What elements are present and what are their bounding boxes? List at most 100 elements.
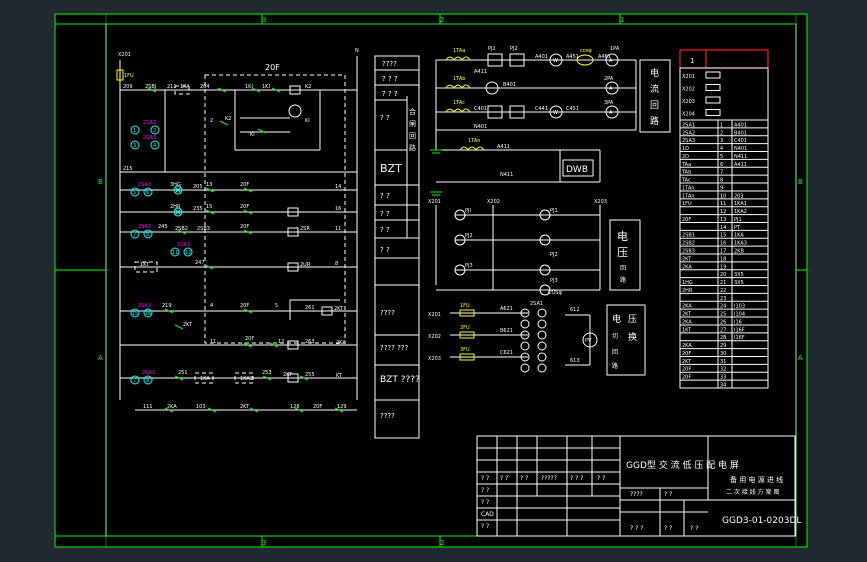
terminal-row-target: PT [734, 225, 741, 231]
terminal-row-number: 2 [720, 130, 723, 136]
terminal-row-number: 16 [720, 241, 726, 247]
svg-text:209: 209 [123, 84, 133, 90]
voltage-circuit: X201 X202 X203 PJI PJ2 PJ3 PJ1 PJ2 PJ3 C… [428, 199, 641, 296]
svg-text:2PA: 2PA [604, 76, 614, 82]
terminal-row-target: 203 [734, 193, 744, 199]
svg-text:2FU: 2FU [460, 325, 470, 331]
terminal-row-target: 3X5 [734, 280, 744, 286]
svg-text:A451: A451 [566, 54, 579, 60]
bus-right-label: N [355, 48, 359, 54]
svg-text:2KA: 2KA [336, 340, 346, 346]
product-title: GGD型 交 流 低 压 配 电 屏 [626, 459, 739, 471]
svg-text:? ?: ? ? [380, 226, 390, 234]
svg-text:2: 2 [210, 118, 213, 124]
svg-text:13: 13 [206, 182, 212, 188]
zone-right-b: B [798, 178, 803, 186]
svg-text:3HG: 3HG [170, 182, 181, 188]
svg-text:? ?: ? ? [500, 475, 508, 482]
svg-text:15: 15 [206, 204, 212, 210]
svg-text:3FU: 3FU [460, 347, 470, 353]
terminal-row-source: 2KA [682, 304, 692, 310]
terminal-row-source: 1TAn [682, 185, 694, 191]
svg-text:? ?: ? ? [690, 525, 698, 532]
terminal-row-source: 1TAn [682, 193, 694, 199]
terminal-row-number: 21 [720, 280, 726, 286]
svg-text:KI: KI [305, 118, 310, 124]
svg-text:电: 电 [612, 313, 621, 325]
terminal-row-target: 1KA [734, 233, 744, 239]
fuse-terminal [705, 84, 721, 91]
outer-border [54, 13, 808, 548]
svg-text:A401: A401 [535, 54, 548, 60]
fuse-terminal-label: X202 [682, 87, 695, 93]
svg-text:8: 8 [335, 261, 338, 267]
svg-text:8: 8 [146, 378, 149, 384]
svg-text:X203: X203 [428, 356, 441, 362]
svg-text:PJI: PJI [465, 208, 471, 214]
terminal-row-target: A411 [734, 162, 747, 168]
terminal-row-source: 2D [682, 154, 689, 160]
terminal-row-number: 12 [720, 209, 726, 215]
svg-text:7: 7 [133, 378, 136, 384]
svg-text:612: 612 [570, 307, 580, 313]
drawing-code: GGD3-01-0203DL [722, 516, 801, 526]
svg-text:20F: 20F [240, 182, 249, 188]
svg-text:X202: X202 [428, 334, 441, 340]
terminal-row-target: I104 [734, 312, 745, 318]
svg-text:? ?: ? ? [380, 192, 390, 200]
svg-text:????: ???? [382, 60, 397, 68]
svg-text:2: 2 [153, 128, 156, 134]
svg-text:? ?: ? ? [481, 523, 489, 530]
svg-text:1FU: 1FU [460, 303, 470, 309]
scheme-name-1: 备 用 电 源 进 线 [730, 475, 783, 484]
svg-text:215: 215 [123, 166, 133, 172]
svg-text:211: 211 [167, 84, 177, 90]
svg-text:BZT: BZT [380, 162, 402, 175]
svg-text:2HR: 2HR [170, 204, 181, 210]
cabinet-label: 20F [265, 63, 280, 72]
zone-right-a: A [798, 354, 803, 362]
terminal-header: 1 [690, 57, 694, 65]
svg-text:2SA1: 2SA1 [530, 301, 543, 307]
terminal-row-source: 20F [682, 351, 691, 357]
svg-text:? ?: ? ? [520, 475, 528, 482]
terminal-row-number: 9 [720, 185, 723, 191]
svg-text:1KA: 1KA [180, 84, 190, 90]
terminal-row-number: 31 [720, 359, 726, 365]
svg-text:N411: N411 [500, 172, 513, 178]
svg-text:C401: C401 [474, 106, 487, 112]
svg-text:1TAc: 1TAc [453, 100, 465, 106]
terminal-row-source: 1KT [682, 327, 692, 333]
svg-text:12: 12 [185, 250, 191, 256]
fuse-terminal-label: X201 [682, 74, 695, 80]
terminal-row-source: 2KT [682, 312, 692, 318]
terminal-row-source: 2KT [682, 256, 692, 262]
svg-text:? ?: ? ? [380, 210, 390, 218]
zone-bottom-3: 3 [262, 539, 266, 547]
svg-text:4: 4 [153, 143, 156, 149]
svg-text:6: 6 [146, 190, 149, 196]
svg-text:2SA3: 2SA3 [138, 303, 151, 309]
drawing-sheet [55, 14, 807, 547]
terminal-row-target: 1KA1 [734, 201, 747, 207]
control-wire-labels: 209 2SBJ 211 1KA 204 1KI 1KI K2 KI 2 K2 … [123, 84, 347, 410]
svg-text:247: 247 [195, 260, 205, 266]
terminal-row-target: A401 [734, 122, 747, 128]
svg-text:A621: A621 [500, 306, 513, 312]
terminal-row-target: N411 [734, 154, 747, 160]
svg-text:20F: 20F [240, 204, 249, 210]
zone-bottom-2: 2 [440, 539, 444, 547]
terminal-row-source: 2SA2 [682, 130, 695, 136]
svg-text:cosφ: cosφ [580, 48, 592, 54]
svg-text:3: 3 [133, 143, 136, 149]
terminal-row-source: 2HR [682, 288, 693, 294]
svg-text:KI: KI [250, 132, 255, 138]
terminal-row-number: 19 [720, 264, 726, 270]
terminal-row-number: 8 [720, 178, 723, 184]
terminal-row-number: 3 [720, 138, 723, 144]
terminal-row-number: 32 [720, 367, 726, 373]
terminal-row-number: 1 [720, 122, 723, 128]
svg-text:? ? ?: ? ? ? [570, 475, 583, 482]
terminal-row-number: 11 [720, 201, 726, 207]
